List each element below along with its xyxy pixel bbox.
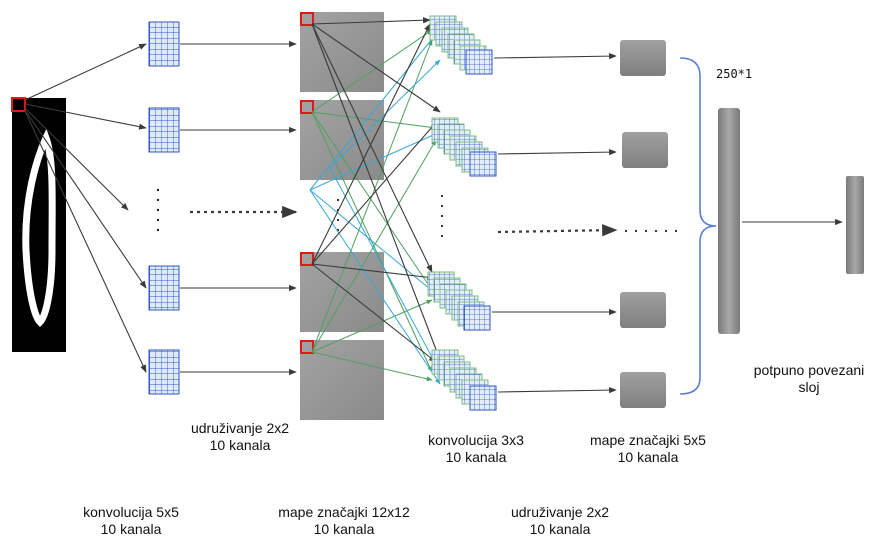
fmap1-label: mape značajki 12x12 10 kanala bbox=[254, 504, 434, 538]
conv1-kernel bbox=[148, 349, 180, 395]
conv1-label-line1: konvolucija 5x5 bbox=[83, 504, 179, 520]
conv1-kernel bbox=[148, 107, 180, 153]
map-receptive-field bbox=[300, 252, 314, 266]
small-feature-map bbox=[620, 40, 666, 76]
map-receptive-field bbox=[300, 12, 314, 26]
pool2-label-line1: udruživanje 2x2 bbox=[510, 504, 610, 520]
fc-label-line1: potpuno povezani bbox=[753, 362, 865, 378]
green-connections bbox=[311, 29, 437, 382]
map-receptive-field bbox=[300, 340, 314, 354]
dark-connections bbox=[311, 17, 441, 363]
pool1-label: udruživanje 2x2 10 kanala bbox=[170, 420, 310, 454]
small-map-ellipsis bbox=[624, 229, 678, 233]
digit-zero-stroke bbox=[22, 128, 56, 327]
fc-layer-label: potpuno povezani sloj bbox=[744, 362, 874, 396]
kernel-stack bbox=[429, 15, 493, 75]
cyan-connections bbox=[309, 33, 441, 385]
input-to-kernel-arrows bbox=[24, 43, 147, 373]
conv2-ellipsis bbox=[440, 194, 444, 238]
output-bar bbox=[846, 176, 864, 274]
conv2-label-line1: konvolucija 3x3 bbox=[428, 432, 524, 448]
kernel-stack bbox=[431, 117, 497, 177]
kernel-to-map-arrows bbox=[180, 40, 298, 376]
map-receptive-field bbox=[300, 100, 314, 114]
conv2-label-line2: 10 kanala bbox=[445, 449, 507, 465]
fmap2-label-line1: mape značajki 5x5 bbox=[590, 432, 706, 448]
conv1-ellipsis bbox=[156, 188, 160, 232]
fmap2-label-line2: 10 kanala bbox=[617, 449, 679, 465]
kernel-stack bbox=[431, 349, 497, 411]
conv1-label-line2: 10 kanala bbox=[100, 521, 162, 537]
conv1-kernel bbox=[148, 265, 180, 311]
flattened-vector-bar bbox=[718, 108, 740, 334]
feature-maps-12x12 bbox=[300, 12, 384, 420]
input-image bbox=[11, 97, 66, 352]
pool1-label-line2: 10 kanala bbox=[209, 437, 271, 453]
feature-map-ellipsis bbox=[336, 198, 340, 232]
fmap1-label-line1: mape značajki 12x12 bbox=[278, 504, 410, 520]
kernel-stack bbox=[427, 271, 491, 331]
fmap1-label-line2: 10 kanala bbox=[313, 521, 375, 537]
pool1-label-line1: udruživanje 2x2 bbox=[190, 420, 290, 436]
feature-maps-5x5 bbox=[620, 40, 678, 408]
fc-label-line2: sloj bbox=[798, 379, 820, 395]
fmap2-label: mape značajki 5x5 10 kanala bbox=[568, 432, 728, 466]
small-feature-map bbox=[622, 132, 668, 168]
flatten-bracket bbox=[679, 57, 717, 395]
conv2-label: konvolucija 3x3 10 kanala bbox=[406, 432, 546, 466]
small-feature-map bbox=[620, 372, 666, 408]
pool2-label-line2: 10 kanala bbox=[529, 521, 591, 537]
conv2-kernel-stacks bbox=[427, 15, 497, 411]
pool2-label: udruživanje 2x2 10 kanala bbox=[490, 504, 630, 538]
vector-size-label: 250*1 bbox=[716, 67, 753, 81]
small-feature-map bbox=[620, 292, 666, 328]
conv1-label: konvolucija 5x5 10 kanala bbox=[56, 504, 206, 538]
conv1-kernel bbox=[148, 21, 180, 67]
stack-to-small-map-arrows bbox=[492, 53, 618, 394]
conv1-kernels bbox=[148, 21, 180, 395]
